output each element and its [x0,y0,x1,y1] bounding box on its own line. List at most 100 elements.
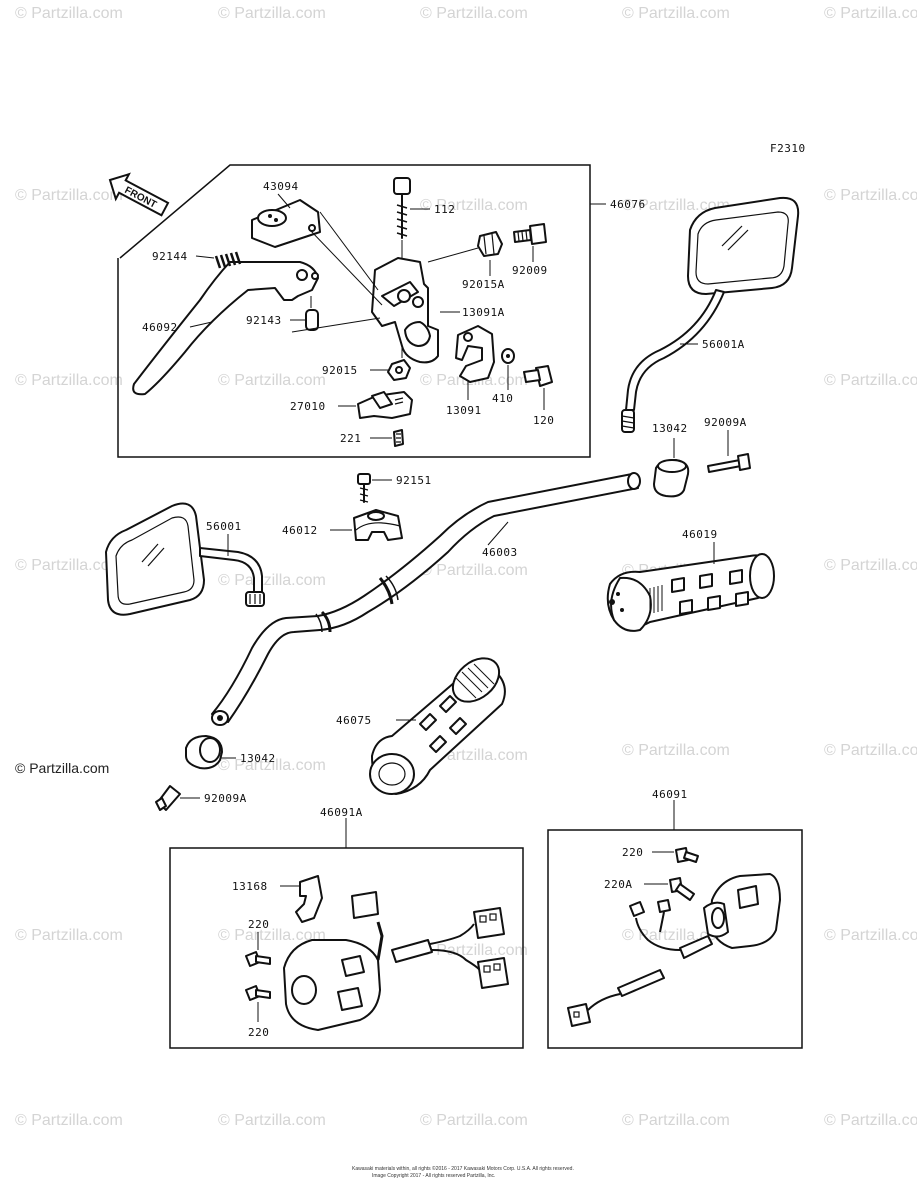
watermark-main: © Partzilla.com [15,760,109,776]
screw-92009A-bottom-icon [155,785,181,811]
part-label: 221 [340,432,361,445]
wiring-harness-left-icon [351,891,509,989]
watermark: © Partzilla.com [420,197,528,214]
part-label: 220 [248,918,269,931]
screw-220-left-bottom-icon [245,985,271,1001]
watermark: © Partzilla.com [15,5,123,22]
part-label: 220A [604,878,633,891]
grip-46075-icon [369,657,506,795]
part-label: 92009A [704,416,747,429]
screw-92009A-top-icon [707,453,751,473]
watermark: © Partzilla.com [218,927,326,944]
part-label: 220 [248,1026,269,1039]
switch-housing-left-icon [283,939,381,1031]
part-label: 46012 [282,524,318,537]
watermark: © Partzilla.com [622,197,730,214]
part-label: 56001 [206,520,242,533]
part-label: 46092 [142,321,178,334]
watermark: © Partzilla.com [824,1112,917,1129]
watermark: © Partzilla.com [824,557,917,574]
mirror-56001A-icon [621,196,800,433]
wiring-harness-right-icon [567,899,713,1027]
nut-92015-icon [387,359,411,381]
part-label: 46091A [320,806,363,819]
switch-assembly-46091A [169,818,524,1049]
watermark: © Partzilla.com [420,562,528,579]
screw-220A-icon [669,877,695,901]
watermark: © Partzilla.com [420,1112,528,1129]
screw-221-icon [393,429,404,447]
part-label: 13091A [462,306,505,319]
collar-92143-icon [305,309,319,331]
lever-holder-13091A-icon [371,257,439,364]
bolt-112-icon [393,177,411,239]
part-label: 220 [622,846,643,859]
lever-assembly [117,164,606,458]
part-label: 92143 [246,314,282,327]
switch-housing-right-icon [703,873,781,949]
footer-image-copyright: Image Copyright 2017 - All rights reserv… [372,1173,495,1179]
clamp-13091-icon [455,325,495,383]
watermark: © Partzilla.com [824,5,917,22]
part-label: 13091 [446,404,482,417]
watermark: © Partzilla.com [824,742,917,759]
part-label: 92144 [152,250,188,263]
watermark: © Partzilla.com [824,372,917,389]
watermark: © Partzilla.com [15,1112,123,1129]
bolt-120-icon [523,365,553,387]
part-label: 56001A [702,338,745,351]
part-labels: 43094 112 46076 92144 92009 92015A 13091… [142,180,747,1039]
spring-92144-icon [214,251,242,269]
part-label: 13042 [240,752,276,765]
part-label: 46075 [336,714,372,727]
watermarks: © Partzilla.com © Partzilla.com © Partzi… [15,5,917,1129]
washer-410-icon [501,348,515,364]
bolt-92151-icon [357,473,371,503]
switch-27010-icon [357,391,413,419]
watermark: © Partzilla.com [622,1112,730,1129]
handlebar-holder-46012-icon [353,509,403,541]
part-label: 43094 [263,180,299,193]
nut-92015A-icon [477,231,503,257]
watermark: © Partzilla.com [15,372,123,389]
clip-13168-icon [295,875,323,923]
watermark: © Partzilla.com [824,187,917,204]
handlebar-46003-icon [211,472,641,726]
footer-copyright: Kawasaki materials within, all rights ©2… [352,1165,574,1172]
watermark: © Partzilla.com [218,572,326,589]
part-label: 46091 [652,788,688,801]
part-label: 410 [492,392,513,405]
adjuster-43094-icon [251,199,321,248]
part-label: 13042 [652,422,688,435]
grip-46019-icon [606,553,775,632]
watermark: © Partzilla.com [218,372,326,389]
watermark: © Partzilla.com [15,927,123,944]
watermark: © Partzilla.com [420,942,528,959]
watermark: © Partzilla.com [15,187,123,204]
weight-13042-bottom-icon [185,735,223,770]
part-label: 92009A [204,792,247,805]
watermark: © Partzilla.com [218,757,326,774]
screw-220-right-icon [675,847,699,863]
part-label: 120 [533,414,554,427]
front-arrow-icon: FRONT [108,172,170,217]
part-label: 92015A [462,278,505,291]
watermark: © Partzilla.com [824,927,917,944]
mirror-56001-icon [105,502,265,616]
part-label: 27010 [290,400,326,413]
part-label: 46003 [482,546,518,559]
watermark: © Partzilla.com [622,742,730,759]
switch-assembly-46091 [547,800,803,1049]
watermark: © Partzilla.com [218,5,326,22]
watermark: © Partzilla.com [218,1112,326,1129]
watermark: © Partzilla.com [15,557,123,574]
part-label: 92151 [396,474,432,487]
screw-220-left-top-icon [245,951,271,967]
brake-lever-46092-icon [132,261,319,396]
watermark: © Partzilla.com [420,5,528,22]
part-label: 92015 [322,364,358,377]
part-label: 112 [434,203,455,216]
part-label: 13168 [232,880,268,893]
part-label: 46019 [682,528,718,541]
